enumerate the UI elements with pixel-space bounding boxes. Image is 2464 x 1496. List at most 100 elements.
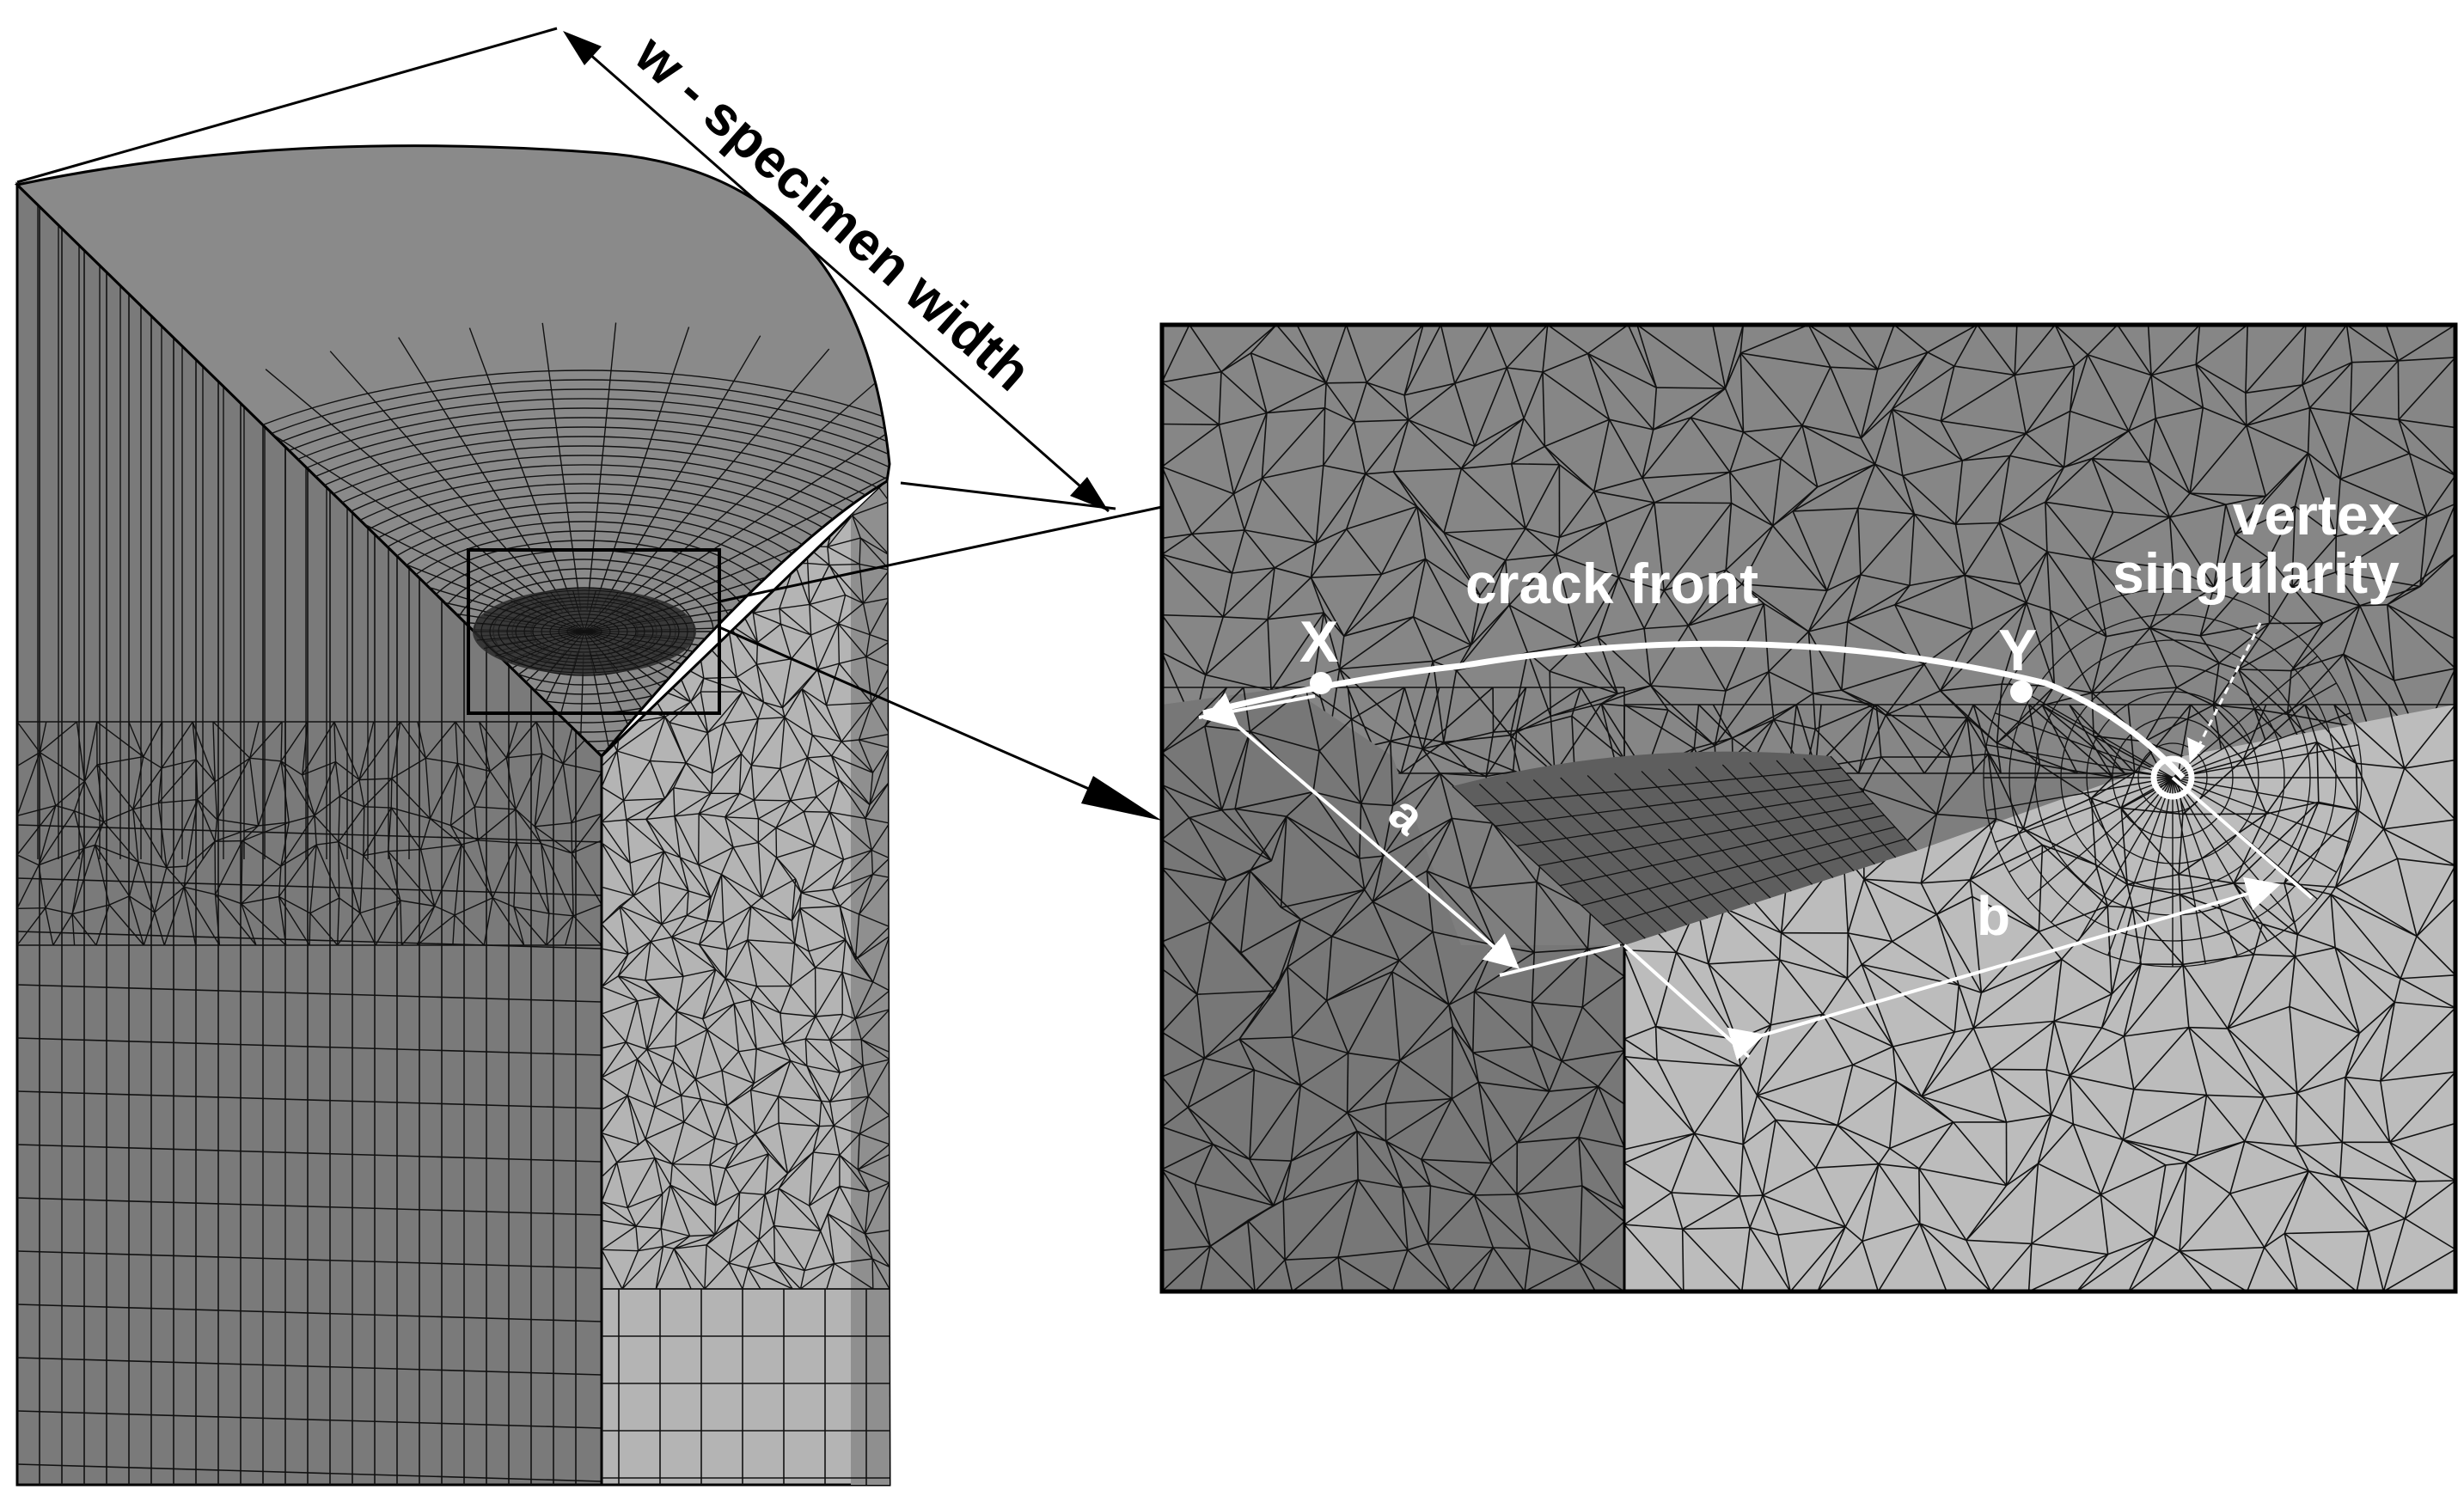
mesh-edge: [1391, 1249, 1409, 1291]
mesh-edge: [1534, 948, 1588, 954]
mesh-edge: [1627, 325, 1658, 388]
mesh-edge: [627, 1157, 656, 1208]
mesh-edge: [1542, 352, 1588, 373]
mesh-edge: [807, 562, 829, 566]
mesh-edge: [872, 936, 890, 982]
mesh-edge: [827, 515, 853, 547]
mesh-edge: [1577, 577, 1619, 644]
mesh-edge: [706, 874, 723, 921]
mesh-edge: [2179, 1250, 2248, 1291]
mesh-edge: [720, 846, 734, 875]
mesh-edge: [859, 537, 890, 556]
mesh-edge: [1902, 460, 1963, 477]
mesh-edge: [602, 1225, 637, 1250]
mesh-edge: [671, 1121, 685, 1164]
mesh-edge: [2168, 492, 2191, 518]
mesh-edge: [721, 873, 762, 899]
mesh-edge: [1918, 1168, 1967, 1241]
mesh-edge: [1472, 1247, 1495, 1291]
mesh-edge: [810, 634, 818, 670]
mesh-edge: [1542, 325, 1549, 373]
mesh-edge: [2419, 553, 2455, 588]
mesh-edge: [1506, 367, 1525, 419]
mesh-edge: [2237, 669, 2289, 715]
mesh-edge: [1578, 1137, 1625, 1210]
mesh-edge: [773, 1224, 821, 1232]
mesh-edge: [154, 886, 185, 913]
mesh-edge: [698, 846, 734, 866]
mesh-edge: [807, 754, 832, 759]
mesh-edge: [680, 1078, 696, 1096]
mesh-edge: [1578, 1086, 1599, 1138]
mesh-edge: [1324, 382, 1327, 408]
mesh-edge: [2419, 503, 2455, 587]
mesh-edge: [1654, 952, 1678, 1027]
mesh-edge: [1347, 1059, 1401, 1114]
mesh-edge: [1892, 408, 1941, 422]
mesh-edge: [1874, 463, 1904, 477]
mesh-edge: [2383, 819, 2455, 830]
mesh-edge: [1636, 325, 1726, 389]
mesh-edge: [1444, 528, 1526, 534]
mesh-edge: [1472, 1046, 1532, 1053]
mesh-edge: [681, 1095, 701, 1100]
mesh-edge: [2069, 1075, 2075, 1125]
mesh-edge: [2235, 534, 2270, 559]
mesh-edge: [626, 819, 631, 864]
mesh-edge: [855, 935, 890, 961]
zoom-region-box: [467, 548, 721, 715]
mesh-edge: [752, 613, 759, 643]
mesh-edge: [683, 1098, 701, 1123]
mesh-edge: [1403, 325, 1424, 396]
mesh-edge: [869, 781, 890, 806]
mesh-edge: [800, 892, 841, 907]
mesh-edge: [1416, 506, 1427, 559]
mesh-edge: [214, 894, 221, 946]
mesh-edge: [809, 1151, 814, 1206]
mesh-edge: [1162, 325, 1190, 383]
mesh-edge: [1460, 418, 1525, 469]
mesh-edge: [2356, 762, 2405, 769]
mesh-edge: [2172, 712, 2351, 779]
mesh-edge: [1492, 1247, 1525, 1291]
mesh-edge: [812, 1125, 835, 1153]
mesh-edge: [1460, 445, 1476, 469]
mesh-edge: [1889, 1147, 1920, 1169]
mesh-edge: [1815, 1167, 1846, 1228]
mesh-edge: [1511, 463, 1560, 466]
mesh-edge: [1454, 325, 1490, 384]
mesh-edge: [690, 678, 705, 703]
mesh-edge: [833, 1096, 869, 1127]
mesh-edge: [2382, 767, 2406, 830]
mesh-edge: [195, 759, 199, 800]
mesh-edge: [2302, 325, 2348, 386]
mesh-edge: [2064, 457, 2093, 468]
specimen-3d-view: [14, 144, 891, 1487]
mesh-edge: [416, 914, 456, 946]
mesh-edge: [1587, 325, 1629, 355]
left-face-mesh: [17, 205, 602, 1485]
mesh-edge: [489, 757, 507, 772]
mesh-edge: [2028, 1254, 2109, 1291]
mesh-edge: [1990, 1068, 2047, 1071]
mesh-edge: [699, 813, 725, 818]
mesh-edge: [257, 760, 282, 827]
mesh-edge: [529, 595, 585, 632]
mesh-edge: [17, 1304, 602, 1322]
mesh-edge: [2178, 814, 2184, 875]
mesh-edge: [1623, 1162, 1672, 1194]
mesh-edge: [1725, 569, 1743, 585]
mesh-edge: [1817, 463, 1875, 488]
mesh-edge: [1244, 478, 1263, 531]
mesh-edge: [420, 844, 462, 851]
mesh-edge: [571, 772, 602, 823]
mesh-edge: [1232, 412, 1268, 495]
mesh-edge: [704, 1262, 730, 1290]
mesh-edge: [809, 1154, 841, 1206]
mesh-edge: [827, 537, 861, 547]
mesh-edge: [2289, 1006, 2298, 1093]
mesh-edge: [865, 817, 890, 824]
mesh-edge: [2091, 516, 2170, 560]
mesh-edge: [2179, 1250, 2214, 1291]
mesh-edge: [627, 941, 651, 956]
